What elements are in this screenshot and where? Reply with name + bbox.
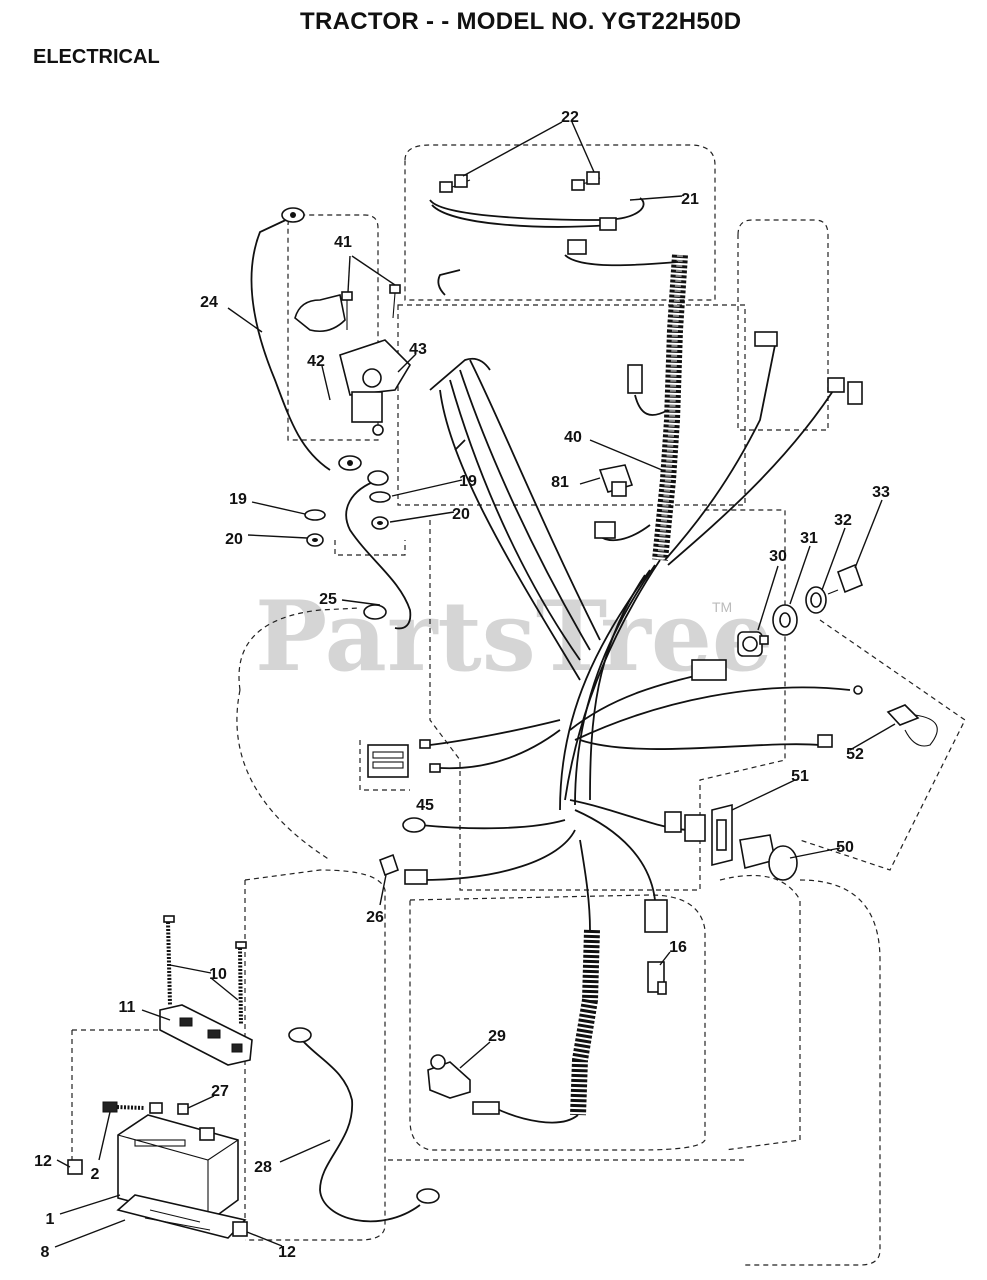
callout-c81: 81: [551, 474, 569, 491]
ring-31: [772, 604, 798, 636]
callout-c12a: 12: [34, 1153, 52, 1170]
callout-labels: 2221412442434081191920203332313025525145…: [34, 109, 890, 1261]
switch-50: [739, 834, 798, 881]
connector-16: [644, 899, 668, 995]
callout-c11: 11: [119, 999, 136, 1016]
module-45: [367, 739, 441, 778]
right-connectors: [594, 331, 863, 539]
headlight-harness: [429, 171, 679, 267]
callout-c19a: 19: [229, 491, 247, 508]
watermark-tm: TM: [712, 599, 732, 615]
battery-cable-28: [288, 1027, 440, 1223]
leader-lines: [54, 121, 896, 1248]
hold-down-bolts-10: [163, 915, 247, 1026]
callout-c2: 2: [91, 1166, 100, 1183]
callout-c41: 41: [334, 234, 352, 251]
callout-c42: 42: [307, 353, 325, 370]
callout-c12b: 12: [278, 1244, 296, 1261]
callout-c32: 32: [834, 512, 852, 529]
callout-c30: 30: [769, 548, 787, 565]
callout-c50: 50: [836, 839, 854, 856]
callout-c45: 45: [416, 797, 434, 814]
page-title: TRACTOR - - MODEL NO. YGT22H50D: [300, 8, 742, 35]
callout-c16: 16: [669, 939, 687, 956]
coil-loom-upper: [652, 254, 688, 561]
callout-c52: 52: [846, 746, 864, 763]
callout-c26: 26: [366, 909, 384, 926]
callout-c33: 33: [872, 484, 890, 501]
wiring-harness: [419, 269, 851, 931]
fuse-26: [378, 817, 428, 885]
hold-down-bracket-11: [159, 1004, 253, 1066]
ignition-switch-30: [737, 631, 769, 657]
callout-c51: 51: [791, 768, 809, 785]
callout-c1: 1: [46, 1211, 55, 1228]
callout-c20a: 20: [225, 531, 243, 548]
ring-32: [805, 586, 827, 614]
callout-c8: 8: [41, 1244, 50, 1261]
callout-c43: 43: [409, 341, 427, 358]
callout-c29: 29: [488, 1028, 506, 1045]
watermark-text: PartsTree: [255, 580, 773, 693]
battery-tray-8: [116, 1194, 247, 1239]
tractor-outline: [71, 144, 966, 1266]
boot-42: [294, 294, 346, 333]
screw-2: [102, 1101, 146, 1113]
relay-81: [598, 464, 634, 497]
callout-c19b: 19: [459, 473, 477, 490]
nut-12-left: [67, 1159, 83, 1175]
connector-52: [691, 659, 938, 748]
solenoid-43: [339, 339, 412, 436]
callout-c27: 27: [211, 1083, 229, 1100]
callout-c10: 10: [209, 966, 227, 983]
callout-c25: 25: [319, 591, 337, 608]
callout-c31: 31: [800, 530, 818, 547]
callout-c20b: 20: [452, 506, 470, 523]
cable-25: [345, 470, 412, 630]
washers-19-20: [304, 491, 391, 547]
callout-c21: 21: [681, 191, 699, 208]
section-title: ELECTRICAL: [33, 46, 160, 68]
battery-cable-24: [250, 207, 362, 471]
callout-c40: 40: [564, 429, 582, 446]
battery-1: [117, 1114, 239, 1223]
switch-51: [664, 803, 733, 867]
coil-loom-lower: [494, 929, 600, 1124]
callout-c28: 28: [254, 1159, 272, 1176]
callout-c24: 24: [200, 294, 218, 311]
nut-12-right: [232, 1221, 248, 1237]
nut-27: [149, 1102, 189, 1115]
key-33: [827, 563, 864, 595]
bolts-41: [341, 284, 401, 330]
callout-c22: 22: [561, 109, 579, 126]
switch-29: [427, 1054, 500, 1115]
